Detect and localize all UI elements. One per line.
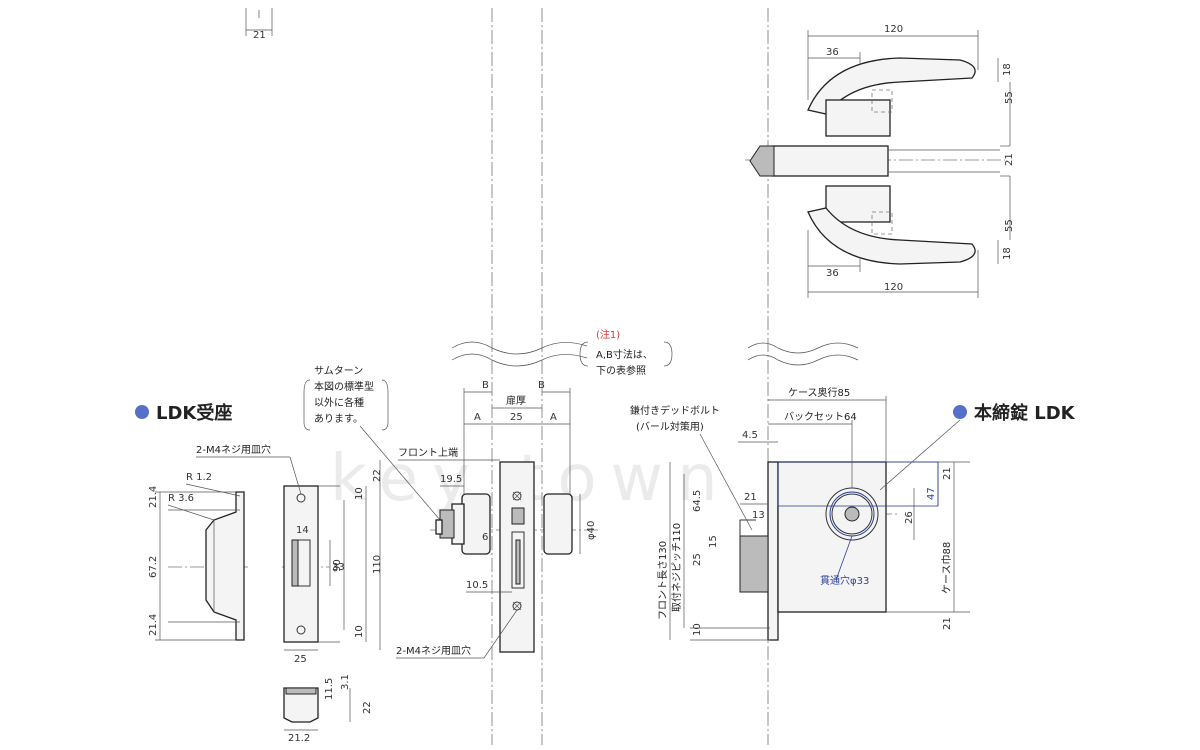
dim-110: 110 [372,555,383,574]
note-line-2: 下の表参照 [596,364,646,377]
dim-21-4-top: 21.4 [148,486,159,508]
dim-55-bot: 55 [1004,219,1015,232]
thumbturn-callout: サムターン 本図の標準型 以外に各種 あります。 [303,365,441,521]
receiver-cross-section: 21.2 11.5 3.1 22 [283,674,373,744]
label-deadbolt-1: 鎌付きデッドボルト [630,404,720,417]
dim-47: 47 [926,487,937,500]
dim-26: 26 [904,511,915,524]
note-line-1: A,B寸法は、 [596,348,653,361]
dim-11-5: 11.5 [324,678,335,700]
dim-120-bot: 120 [884,282,903,293]
dim-4-5: 4.5 [742,430,758,441]
label-deadbolt-2: (バール対策用) [636,420,704,433]
label-screw-pitch: 取付ネジピッチ110 [670,523,683,612]
dim-a-left: A [474,412,481,423]
dim-90: 90 [332,559,343,572]
dim-22: 22 [372,469,383,482]
handle-plan-view: 120 36 18 55 21 55 18 36 120 [749,24,1015,298]
label-thumbturn-3: 以外に各種 [314,396,364,409]
dim-120-top: 120 [884,24,903,35]
label-front-length: フロント長さ130 [657,541,669,620]
title-receiver: LDK受座 [156,402,232,424]
dim-10-l2: 10 [354,625,365,638]
label-r3-6: R 3.6 [168,493,194,504]
dim-14: 14 [296,525,309,536]
lock-case-view: ケース奥行85 バックセット64 4.5 鎌付きデッドボルト (バール対策用) … [630,386,970,641]
label-r1-2: R 1.2 [186,472,212,483]
dim-10-l1: 10 [354,487,365,500]
dim-67-2: 67.2 [148,556,159,578]
dim-3-1: 3.1 [340,674,351,690]
dim-top-21: 21 [253,30,266,41]
dim-b-right: B [538,380,545,391]
receiver-side-profile: 21.4 67.2 21.4 R 1.2 R 3.6 [148,472,245,641]
dim-21-4-bot: 21.4 [148,614,159,636]
dim-6: 6 [482,532,488,543]
dim-64-5: 64.5 [692,490,703,512]
dim-25-door: 25 [510,412,523,423]
break-lines [451,341,859,367]
dim-36-bot: 36 [826,268,839,279]
bullet-receiver [135,405,149,419]
dim-33: 33 [332,562,345,573]
dim-36-top: 36 [826,47,839,58]
label-screw-hole-center: 2-M4ネジ用皿穴 [396,644,471,657]
dim-a-right: A [550,412,557,423]
note-marker: (注1) [596,328,620,341]
label-backset: バックセット64 [784,411,857,423]
label-thumbturn-4: あります。 [314,413,363,425]
receiver-front-plate: 10 90 110 10 33 14 25 22 2-M4ネジ用皿穴 [196,443,383,665]
dim-21-2: 21.2 [288,733,310,744]
dim-55-top: 55 [1004,91,1015,104]
dim-15: 15 [708,535,719,548]
dim-18-top: 18 [1002,63,1013,76]
bullet-main [953,405,967,419]
label-case-width: ケース巾88 [940,542,953,594]
label-thumbturn-2: 本図の標準型 [314,380,374,393]
dim-b-left: B [482,380,489,391]
label-through-hole: 貫通穴φ33 [820,574,869,587]
blue-annotations: 47 貫通穴φ33 [777,461,939,587]
title-leader-line [879,419,961,491]
label-front-top: フロント上端 [398,446,458,459]
lock-side-view: B B 扉厚 A A 25 フロント上端 19.5 6 10.5 φ40 2-M… [396,380,597,659]
dim-25-plate: 25 [294,654,307,665]
label-screw-hole-left: 2-M4ネジ用皿穴 [196,443,271,456]
label-door-thickness: 扉厚 [506,394,526,407]
title-main: 本締錠 LDK [974,402,1076,424]
dim-18-bot: 18 [1002,247,1013,260]
dim-21-r1: 21 [942,467,953,480]
dim-25-case: 25 [692,553,703,566]
dim-19-5: 19.5 [440,474,462,485]
top-left-dim: 21 [245,8,273,41]
dim-10-5: 10.5 [466,580,488,591]
dim-10-case: 10 [692,623,703,636]
label-phi40: φ40 [586,521,597,540]
label-thumbturn-1: サムターン [314,365,363,377]
dim-21-r2: 21 [942,617,953,630]
dim-21-bolt: 21 [744,492,757,503]
label-case-depth: ケース奥行85 [788,386,850,399]
dim-21-mid: 21 [1004,153,1015,166]
dim-13: 13 [752,510,765,521]
dim-22-small: 22 [362,701,373,714]
